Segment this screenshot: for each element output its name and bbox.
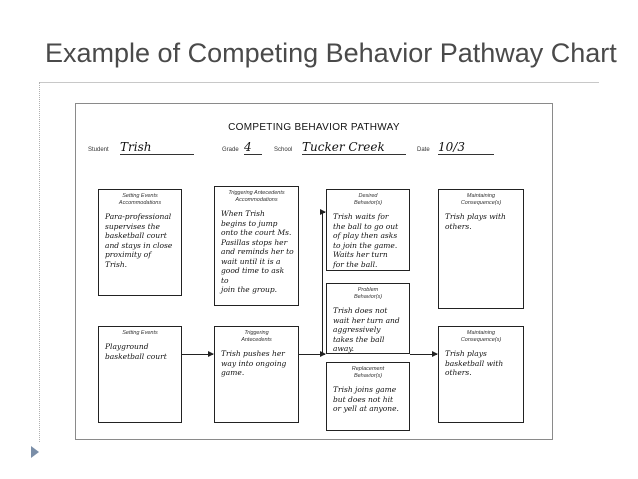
arrow-problem-to-maintaining [410,351,438,357]
box-heading: Maintaining Consequence(s) [460,193,502,206]
left-guide-line [39,82,40,442]
problem-behavior-box: Problem Behavior(s) Trish does not wait … [326,283,410,354]
box-text: Trish pushes her way into ongoing game. [221,349,287,377]
arrow-setting-to-trigger [182,351,214,357]
box-text: Trish does not wait her turn and aggress… [333,306,400,353]
arrow-trigger-to-problem [299,351,326,357]
student-field[interactable]: Trish [120,140,194,155]
grade-label: Grade [222,147,239,153]
triggering-antecedents-box: Triggering Antecedents Trish pushes her … [214,326,299,423]
date-field[interactable]: 10/3 [438,140,494,155]
replacement-behavior-box: Replacement Behavior(s) Trish joins game… [326,362,410,431]
setting-events-box: Setting Events Playground basketball cou… [98,326,182,423]
box-text: Para-professional supervises the basketb… [105,212,173,269]
box-text: Playground basketball court [105,342,167,361]
box-heading: Setting Events [122,330,158,336]
desired-behavior-box: Desired Behavior(s) Trish waits for the … [326,189,410,271]
box-heading: Triggering Antecedents [241,330,272,343]
pathway-form: COMPETING BEHAVIOR PATHWAY Student Trish… [75,103,553,440]
slide-title: Example of Competing Behavior Pathway Ch… [45,38,617,68]
box-heading: Replacement Behavior(s) [351,366,385,379]
school-field[interactable]: Tucker Creek [302,140,406,155]
setting-accommodations-box: Setting Events Accommodations Para-profe… [98,189,182,296]
box-text: Trish plays basketball with others. [445,349,504,377]
title-divider [39,82,599,83]
grade-field[interactable]: 4 [244,140,262,155]
bullet-arrow-icon [31,446,39,458]
box-heading: Setting Events Accommodations [118,193,162,206]
box-heading: Desired Behavior(s) [353,193,383,206]
arrow-to-desired [320,209,326,215]
box-text: Trish waits for the ball to go out of pl… [333,212,399,269]
connector-line [322,212,323,354]
maintaining-consequence-box-1: Maintaining Consequence(s) Trish plays w… [438,189,524,309]
box-heading: Maintaining Consequence(s) [460,330,502,343]
box-heading: Problem Behavior(s) [353,287,383,300]
box-heading: Triggering Antecedents Accommodations [228,190,285,203]
date-label: Date [417,147,430,153]
school-label: School [274,147,293,153]
box-text: Trish plays with others. [445,212,506,231]
maintaining-consequence-box-2: Maintaining Consequence(s) Trish plays b… [438,326,524,423]
box-text: When Trish begins to jump onto the court… [221,209,294,294]
student-label: Student [88,147,109,153]
form-title: COMPETING BEHAVIOR PATHWAY [228,122,400,133]
box-text: Trish joins game but does not hit or yel… [333,385,399,413]
trigger-accommodations-box: Triggering Antecedents Accommodations Wh… [214,186,299,306]
